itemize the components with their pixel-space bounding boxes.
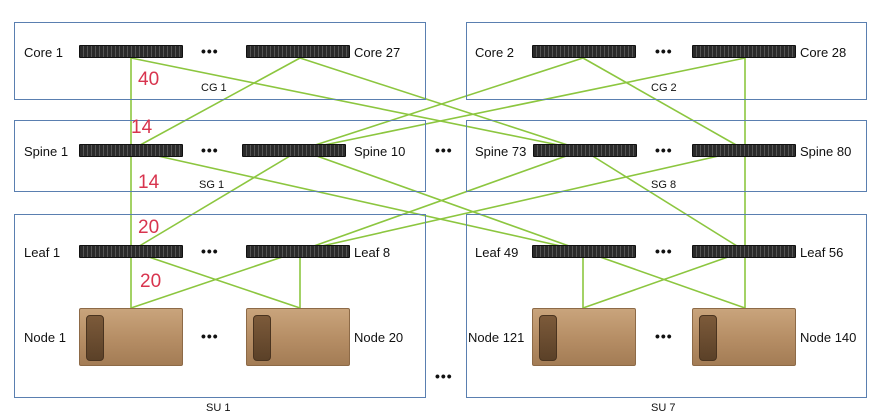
link-leaf8-node1 xyxy=(130,250,301,309)
leaf-right-ellipsis: ••• xyxy=(655,243,673,259)
core-group-1-frame xyxy=(14,22,426,100)
leaf-56-switch[interactable] xyxy=(692,245,796,258)
node-121-label: Node 121 xyxy=(468,330,525,345)
leaf-1-switch[interactable] xyxy=(79,245,183,258)
node-121-server[interactable] xyxy=(532,308,636,366)
link-leaf56-node121 xyxy=(582,250,746,309)
spine-73-label: Spine 73 xyxy=(475,144,527,159)
node-left-ellipsis: ••• xyxy=(201,328,219,344)
core-28-switch[interactable] xyxy=(692,45,796,58)
link-spine10-leaf1 xyxy=(130,149,301,252)
core-2-label: Core 2 xyxy=(475,45,515,60)
link-core2-spine80 xyxy=(582,57,746,151)
link-count-leaf-down: 20 xyxy=(140,271,162,292)
link-count-spine-down: 14 xyxy=(138,172,160,193)
node-140-label: Node 140 xyxy=(800,330,857,345)
su-1-label: SU 1 xyxy=(206,402,231,414)
su-7-label: SU 7 xyxy=(651,402,676,414)
spine-group-1-label: SG 1 xyxy=(199,179,225,191)
spine-group-8-frame xyxy=(466,120,867,192)
link-spine73-leaf8 xyxy=(299,149,584,252)
su-7-frame xyxy=(466,214,867,398)
link-spine73-leaf56 xyxy=(582,149,746,252)
leaf-56-label: Leaf 56 xyxy=(800,245,844,260)
drive-bay-icon xyxy=(539,315,557,361)
node-1-label: Node 1 xyxy=(24,330,66,345)
core-group-2-label: CG 2 xyxy=(651,82,677,94)
core-right-ellipsis: ••• xyxy=(655,43,673,59)
node-right-ellipsis: ••• xyxy=(655,328,673,344)
spine-10-label: Spine 10 xyxy=(354,144,406,159)
spine-80-switch[interactable] xyxy=(692,144,796,157)
spine-1-label: Spine 1 xyxy=(24,144,69,159)
node-20-server[interactable] xyxy=(246,308,350,366)
spine-right-ellipsis: ••• xyxy=(655,142,673,158)
link-spine1-leaf49 xyxy=(130,149,584,252)
link-core1-spine73 xyxy=(130,57,584,151)
leaf-1-label: Leaf 1 xyxy=(24,245,61,260)
link-core28-spine10 xyxy=(299,57,746,151)
spine-group-8-label: SG 8 xyxy=(651,179,677,191)
link-count-spine-up: 14 xyxy=(131,117,153,138)
core-group-2-frame xyxy=(466,22,867,100)
core-1-switch[interactable] xyxy=(79,45,183,58)
su-1-frame xyxy=(14,214,426,398)
drive-bay-icon xyxy=(253,315,271,361)
drive-bay-icon xyxy=(699,315,717,361)
node-20-label: Node 20 xyxy=(354,330,404,345)
spine-1-switch[interactable] xyxy=(79,144,183,157)
core-27-switch[interactable] xyxy=(246,45,350,58)
spine-73-switch[interactable] xyxy=(533,144,637,157)
link-count-core-spine: 40 xyxy=(138,69,160,90)
leaf-49-label: Leaf 49 xyxy=(475,245,519,260)
drive-bay-icon xyxy=(86,315,104,361)
core-27-label: Core 27 xyxy=(354,45,401,60)
node-140-server[interactable] xyxy=(692,308,796,366)
spine-between-ellipsis: ••• xyxy=(435,142,453,158)
leaf-left-ellipsis: ••• xyxy=(201,243,219,259)
core-group-1-label: CG 1 xyxy=(201,82,227,94)
link-core27-spine1 xyxy=(130,57,301,151)
core-2-switch[interactable] xyxy=(532,45,636,58)
spine-80-label: Spine 80 xyxy=(800,144,852,159)
spine-left-ellipsis: ••• xyxy=(201,142,219,158)
core-1-label: Core 1 xyxy=(24,45,64,60)
core-left-ellipsis: ••• xyxy=(201,43,219,59)
link-spine80-leaf8 xyxy=(299,149,746,252)
leaf-49-switch[interactable] xyxy=(532,245,636,258)
leaf-8-label: Leaf 8 xyxy=(354,245,391,260)
leaf-8-switch[interactable] xyxy=(246,245,350,258)
node-1-server[interactable] xyxy=(79,308,183,366)
core-28-label: Core 28 xyxy=(800,45,847,60)
link-core2-spine10 xyxy=(299,57,584,151)
su-between-ellipsis: ••• xyxy=(435,368,453,384)
link-count-leaf-up: 20 xyxy=(138,217,160,238)
spine-10-switch[interactable] xyxy=(242,144,346,157)
spine-group-1-frame xyxy=(14,120,426,192)
